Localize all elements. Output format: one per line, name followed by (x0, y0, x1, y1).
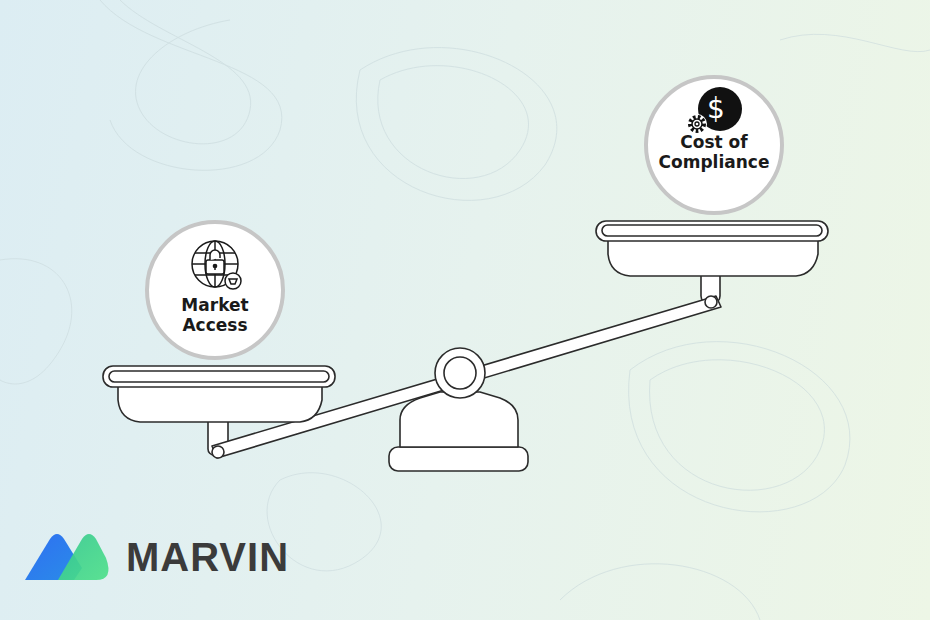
dollar-gear-icon (687, 87, 742, 134)
logo-mark (25, 534, 108, 580)
globe-icon (192, 241, 241, 289)
scale-circle: Market Access (145, 220, 285, 360)
dollar-sign: $ (707, 94, 725, 124)
circle-label: Cost of Compliance (650, 132, 778, 172)
balance-scale (103, 221, 828, 471)
circle-label: Market Access (165, 295, 265, 335)
logo-wordmark: MARVIN (126, 535, 289, 579)
node-icon (149, 224, 281, 356)
